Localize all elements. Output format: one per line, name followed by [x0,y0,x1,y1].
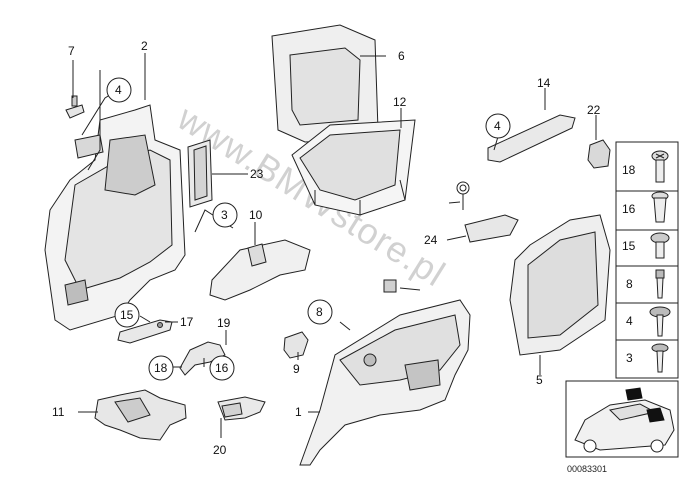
car-location-inset [565,380,679,458]
highlight-area [625,387,643,401]
part-9-clip [283,331,309,359]
part-23-spring [456,181,470,210]
callout-6: 6 [398,49,405,63]
part-13-rail [487,114,576,163]
callout-5: 5 [536,373,543,387]
circled-callout-4-left: 4 [106,77,132,103]
callout-20: 22 [587,103,601,117]
callout-11: 11 [52,405,65,419]
circled-callout-3: 3 [212,202,238,228]
svg-text:3: 3 [221,208,228,222]
callout-13: 14 [537,76,551,90]
callout-19: 20 [213,443,227,457]
circled-callout-15: 15 [114,302,140,328]
fastener-3-rivet [651,343,669,373]
part-17-bracket [179,341,226,376]
diagram-code: 00083301 [567,464,607,474]
callout-7: 7 [68,44,75,58]
fastener-16-clip [651,191,669,223]
fastener-4-screw-washer [649,306,671,337]
callout-9: 9 [293,362,300,376]
circled-callout-16: 16 [209,355,235,381]
callout-21: 23 [250,167,264,181]
side-label-4: 4 [626,314,633,328]
svg-text:8: 8 [316,305,323,319]
hardware-side-panel: 18 16 15 8 4 3 [615,141,679,379]
part-19-cover-cap [217,396,266,421]
part-6-backrest-panel [271,24,379,143]
circled-callouts: 4 3 15 16 18 8 4 [106,77,511,381]
part-11-bracket-assembly [94,389,187,441]
part-20-latch [587,139,611,169]
callout-10: 10 [249,208,263,222]
svg-text:15: 15 [120,308,134,322]
circled-callout-18: 18 [148,355,174,381]
part-7-clip [65,95,85,119]
part-14-bracket [117,319,173,344]
callout-labels: 7 2 6 12 14 22 23 10 24 17 19 9 5 1 11 2… [52,39,601,457]
part-24-clip [383,279,397,293]
part-22-handle [464,214,519,243]
side-label-18: 18 [622,163,636,177]
svg-text:4: 4 [494,119,501,133]
callout-17: 19 [217,316,231,330]
part-12-storage-box [291,119,416,216]
circled-callout-8: 8 [307,299,333,325]
part-1-lower-side-trim [299,299,471,466]
svg-text:4: 4 [115,83,122,97]
circled-callout-4-right: 4 [485,113,511,139]
part-2-left-trim-panel [44,104,186,331]
fastener-15-push-clip [650,232,670,259]
svg-text:16: 16 [215,361,229,375]
part-21-flat-panel [187,139,213,208]
part-5-right-trim-panel [509,214,611,356]
callout-22: 24 [424,233,438,247]
side-label-3: 3 [626,351,633,365]
side-label-15: 15 [622,239,636,253]
callout-2: 2 [141,39,148,53]
fastener-8-screw [655,269,665,299]
callout-1: 1 [295,405,302,419]
svg-text:18: 18 [154,361,168,375]
side-label-16: 16 [622,202,636,216]
part-10-cover [209,239,311,301]
side-label-8: 8 [626,277,633,291]
fastener-18-screw [651,150,669,183]
callout-12: 12 [393,95,407,109]
callout-14: 17 [180,315,194,329]
